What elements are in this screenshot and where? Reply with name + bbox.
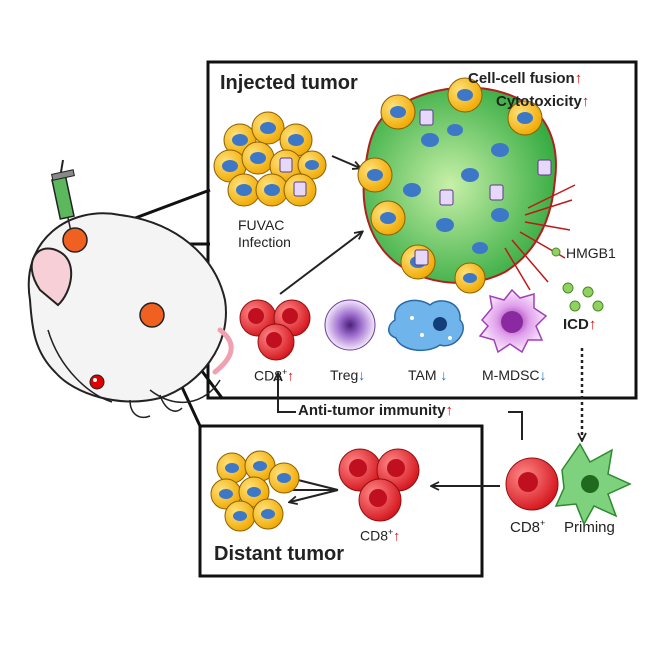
priming-cd8-cell: [505, 457, 559, 511]
anti-tumor-immunity-label: Anti-tumor immunity↑: [298, 402, 454, 419]
treg-label: Treg↓: [330, 367, 366, 383]
distant-cd8-label: CD8+↑: [360, 527, 401, 544]
tam-label: TAM ↓: [408, 367, 448, 383]
cd8-label: CD8+↑: [254, 367, 295, 384]
mdsc-label: M-MDSC↓: [482, 367, 547, 383]
syringe-icon: [51, 159, 75, 237]
injected-tumor-site: [62, 227, 88, 253]
line-priming-to-immunity: [508, 411, 523, 440]
up-arrow-icon: ↑: [287, 367, 295, 384]
distant-tumor-title: Distant tumor: [214, 543, 344, 565]
up-arrow-icon: ↑: [445, 402, 454, 419]
fused-tumor-mass: [357, 77, 576, 294]
up-arrow-icon: ↑: [393, 527, 401, 544]
infection-label: Infection: [238, 234, 291, 250]
up-arrow-icon: ↑: [574, 70, 583, 87]
hmgb1-label: HMGB1: [566, 245, 616, 261]
tam-cell: [388, 299, 464, 352]
injected-tumor-title: Injected tumor: [220, 72, 358, 94]
distant-tumor-panel: [198, 424, 484, 578]
cytotoxicity-effect-label: Cytotoxicity↑: [496, 93, 590, 110]
distant-cd8-cluster: [338, 448, 420, 522]
fuvac-label: FUVAC: [238, 217, 285, 233]
down-arrow-icon: ↓: [440, 367, 448, 383]
mouse-illustration: [27, 212, 234, 419]
cd8-cell-cluster: [239, 299, 311, 361]
injected-tumor-panel: [206, 60, 638, 400]
distant-tumor-site: [139, 302, 165, 328]
arrow-to-fused-tumor: [331, 155, 360, 168]
priming-label: Priming: [564, 519, 615, 536]
dendritic-cell: [554, 442, 632, 526]
up-arrow-icon: ↑: [588, 316, 597, 333]
down-arrow-icon: ↓: [539, 367, 547, 383]
up-arrow-icon: ↑: [581, 93, 590, 110]
mdsc-cell: [478, 288, 548, 354]
fusion-effect-label: Cell-cell fusion↑: [468, 70, 583, 87]
hmgb1-particles: [551, 247, 604, 312]
arrow-immunity-to-cd8: [278, 374, 296, 413]
priming-cd8-label: CD8+: [510, 518, 546, 536]
down-arrow-icon: ↓: [358, 367, 366, 383]
fuvac-tumor-cluster: [213, 111, 327, 207]
icd-label: ICD↑: [563, 316, 597, 333]
treg-cell: [324, 299, 376, 351]
distant-tumor-cluster: [210, 450, 300, 532]
arrow-cd8-to-tumor: [279, 232, 362, 295]
